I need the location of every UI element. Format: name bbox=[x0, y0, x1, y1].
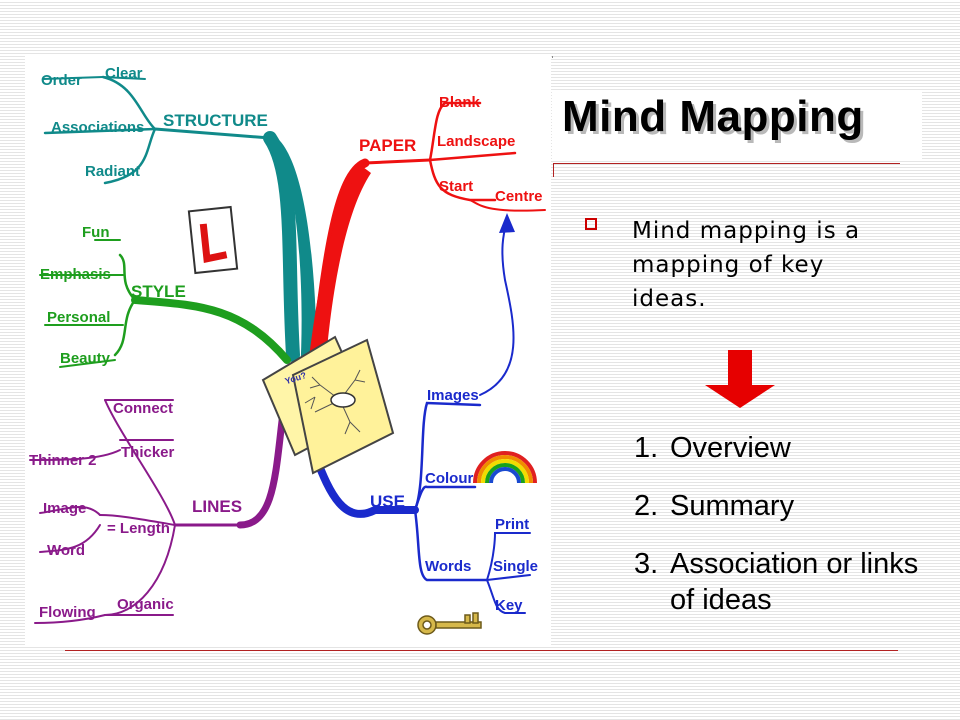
key-points-list: 1. Overview 2. Summary 3. Association or li… bbox=[634, 430, 934, 640]
mind-map-illustration: STRUCTURE Clear Order Associations Radia… bbox=[25, 55, 551, 647]
node-images: Images bbox=[427, 387, 479, 404]
structure-trunk bbox=[270, 133, 317, 375]
node-words: Words bbox=[425, 558, 471, 575]
list-number: 2. bbox=[634, 490, 659, 522]
list-item: 2. Summary bbox=[634, 488, 934, 524]
list-item-text: Overview bbox=[670, 432, 791, 464]
node-order: Order bbox=[41, 72, 82, 89]
node-connect: Connect bbox=[113, 400, 173, 417]
node-radiant: Radiant bbox=[85, 163, 140, 180]
node-centre: Centre bbox=[495, 188, 543, 205]
paper-trunk bbox=[308, 167, 371, 373]
branch-style bbox=[39, 239, 291, 368]
l-plate-icon bbox=[187, 205, 239, 275]
node-thinner-2: Thinner 2 bbox=[29, 452, 97, 469]
title-background bbox=[552, 90, 922, 160]
title-underline-tick bbox=[553, 163, 554, 177]
list-number: 3. bbox=[634, 548, 659, 580]
node-emphasis: Emphasis bbox=[40, 266, 111, 283]
node-associations: Associations bbox=[51, 119, 144, 136]
title-underline bbox=[553, 163, 900, 164]
paper-sketch-icon: You? bbox=[261, 335, 395, 475]
slide-title: Mind Mapping bbox=[562, 92, 864, 141]
node-flowing: Flowing bbox=[39, 604, 96, 621]
node-lines: LINES bbox=[192, 497, 242, 516]
node-single: Single bbox=[493, 558, 538, 575]
node-clear: Clear bbox=[105, 65, 143, 82]
node-style: STYLE bbox=[131, 282, 186, 301]
list-item-text: Summary bbox=[670, 490, 795, 522]
node-word: Word bbox=[47, 542, 85, 559]
down-arrow-icon bbox=[705, 350, 775, 408]
node-thicker: Thicker bbox=[121, 444, 175, 461]
list-number: 1. bbox=[634, 432, 659, 464]
bullet-text: Mind mapping is a mapping of key ideas. bbox=[632, 218, 861, 312]
centre-arrowhead bbox=[499, 213, 515, 233]
list-item: 3. Association or links of ideas bbox=[634, 546, 934, 618]
node-paper: PAPER bbox=[359, 136, 416, 155]
branch-structure bbox=[42, 75, 300, 362]
node-fun: Fun bbox=[82, 224, 110, 241]
node-landscape: Landscape bbox=[437, 133, 515, 150]
list-item: 1. Overview bbox=[634, 430, 934, 466]
key-icon bbox=[417, 612, 482, 635]
square-bullet-icon bbox=[585, 218, 597, 230]
node-personal: Personal bbox=[47, 309, 110, 326]
node-organic: Organic bbox=[117, 596, 174, 613]
node-beauty: Beauty bbox=[60, 350, 111, 367]
node-start: Start bbox=[439, 178, 473, 195]
node-print: Print bbox=[495, 516, 529, 533]
top-tick bbox=[552, 56, 553, 58]
node-colour: Colour bbox=[425, 470, 473, 487]
node-structure: STRUCTURE bbox=[163, 111, 268, 130]
node-key: Key bbox=[495, 597, 523, 614]
list-item-text: Association or links of ideas bbox=[670, 548, 919, 616]
node-image: Image bbox=[43, 500, 86, 517]
rainbow-icon bbox=[473, 451, 537, 484]
footer-rule bbox=[65, 650, 898, 651]
node-equals-length: = Length bbox=[107, 520, 170, 537]
node-blank: Blank bbox=[439, 94, 481, 111]
branch-use bbox=[311, 219, 531, 614]
branch-lines bbox=[29, 381, 291, 624]
node-use: USE bbox=[370, 492, 405, 511]
